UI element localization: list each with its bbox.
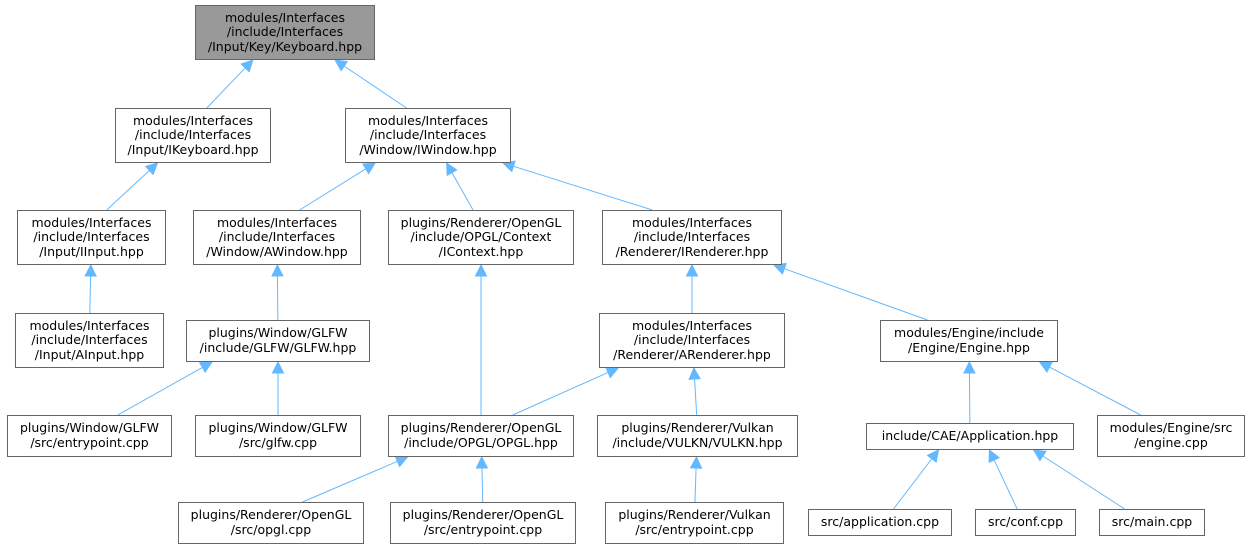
node-conf-cpp[interactable]: src/conf.cpp (975, 509, 1076, 536)
edge-ikeyboard-to-keyboard (206, 67, 246, 109)
edge-arrowhead (362, 162, 377, 175)
edge-arrowhead (446, 162, 458, 177)
edge-vulkan_entry-to-vulkn_hpp (694, 467, 697, 503)
node-label: modules/Interfaces /include/Interfaces /… (31, 214, 152, 259)
node-label: modules/Interfaces /include/Interfaces /… (29, 317, 150, 362)
edge-iwindow-to-keyboard (343, 65, 407, 109)
edge-main_cpp-to-application_hpp (1042, 455, 1125, 510)
edge-arrowhead (963, 360, 976, 374)
node-label: plugins/Renderer/OpenGL /include/OPGL/Co… (400, 214, 562, 259)
edge-irenderer-to-iwindow (513, 165, 653, 211)
edge-arrowhead (988, 448, 1001, 464)
node-label: plugins/Renderer/OpenGL /src/entrypoint.… (402, 507, 564, 537)
node-glfw-cpp[interactable]: plugins/Window/GLFW /src/glfw.cpp (195, 415, 361, 457)
node-label: modules/Interfaces /include/Interfaces /… (613, 317, 771, 362)
edge-arrowhead (334, 59, 349, 72)
edge-arrowhead (240, 59, 254, 73)
edge-arrowhead (394, 455, 409, 468)
node-label: include/CAE/Application.hpp (881, 428, 1059, 444)
edge-conf_cpp-to-application_hpp (993, 459, 1018, 510)
edge-arrowhead (144, 162, 159, 176)
node-awindow-hpp[interactable]: modules/Interfaces /include/Interfaces /… (193, 210, 361, 265)
node-opgl-cpp[interactable]: plugins/Renderer/OpenGL /src/opgl.cpp (178, 502, 364, 544)
edge-arrowhead (474, 263, 488, 277)
edge-glfw_entry-to-glfw_hpp (117, 366, 203, 416)
edge-arrowhead (605, 366, 620, 379)
node-engine-hpp[interactable]: modules/Engine/include /Engine/Engine.hp… (880, 320, 1058, 362)
node-vulkan-entrypoint-cpp[interactable]: plugins/Renderer/Vulkan /src/entrypoint.… (605, 502, 784, 544)
node-label: plugins/Renderer/OpenGL /include/OPGL/OP… (400, 420, 562, 450)
edge-arrowhead (772, 262, 787, 275)
node-label: plugins/Renderer/OpenGL /src/opgl.cpp (190, 507, 352, 537)
node-label: modules/Interfaces /include/Interfaces /… (127, 112, 259, 157)
node-label: plugins/Renderer/Vulkan /include/VULKN/V… (612, 420, 783, 450)
edge-arrowhead (926, 449, 940, 463)
node-ikeyboard-hpp[interactable]: modules/Interfaces /include/Interfaces /… (115, 108, 271, 163)
node-label: modules/Engine/include /Engine/Engine.hp… (894, 325, 1044, 355)
node-label: modules/Engine/src /engine.cpp (1109, 420, 1233, 450)
edge-arrowhead (685, 263, 699, 277)
edge-ainput-to-iinput (89, 275, 92, 314)
node-arenderer-hpp[interactable]: modules/Interfaces /include/Interfaces /… (599, 313, 785, 368)
edge-engine_cpp-to-engine_hpp (1049, 366, 1141, 416)
node-main-cpp[interactable]: src/main.cpp (1099, 509, 1205, 536)
node-icontext-hpp[interactable]: plugins/Renderer/OpenGL /include/OPGL/Co… (388, 210, 574, 265)
node-label: modules/Interfaces /include/Interfaces /… (615, 214, 769, 259)
node-label: plugins/Window/GLFW /src/entrypoint.cpp (19, 420, 160, 450)
edge-awindow-to-iwindow (299, 168, 367, 211)
node-label: src/main.cpp (1111, 514, 1193, 530)
node-application-cpp[interactable]: src/application.cpp (808, 509, 952, 536)
edge-arrowhead (688, 366, 701, 380)
node-label: src/conf.cpp (987, 514, 1064, 530)
node-label: plugins/Window/GLFW /src/glfw.cpp (208, 420, 348, 450)
node-label: src/application.cpp (820, 514, 940, 530)
node-glfw-hpp[interactable]: plugins/Window/GLFW /include/GLFW/GLFW.h… (186, 320, 370, 362)
edge-arrowhead (689, 455, 703, 469)
node-opgl-hpp[interactable]: plugins/Renderer/OpenGL /include/OPGL/OP… (388, 415, 574, 457)
node-label: plugins/Renderer/Vulkan /src/entrypoint.… (618, 507, 771, 537)
node-iinput-hpp[interactable]: modules/Interfaces /include/Interfaces /… (17, 210, 166, 265)
edge-opgl_cpp-to-opgl_hpp (302, 460, 398, 503)
edge-arrowhead (1032, 449, 1047, 462)
node-keyboard-hpp[interactable]: modules/Interfaces /include/Interfaces /… (195, 5, 375, 60)
node-ainput-hpp[interactable]: modules/Interfaces /include/Interfaces /… (15, 313, 164, 368)
node-application-hpp[interactable]: include/CAE/Application.hpp (866, 423, 1074, 450)
node-engine-cpp[interactable]: modules/Engine/src /engine.cpp (1097, 415, 1245, 457)
edge-iinput-to-ikeyboard (106, 170, 150, 211)
node-irenderer-hpp[interactable]: modules/Interfaces /include/Interfaces /… (602, 210, 782, 265)
edge-opengl_entry-to-opgl_hpp (481, 467, 484, 503)
edge-arrowhead (84, 263, 97, 277)
node-iwindow-hpp[interactable]: modules/Interfaces /include/Interfaces /… (345, 108, 511, 163)
node-label: plugins/Window/GLFW /include/GLFW/GLFW.h… (199, 325, 357, 355)
edge-arrowhead (198, 361, 213, 374)
node-opengl-entrypoint-cpp[interactable]: plugins/Renderer/OpenGL /src/entrypoint.… (390, 502, 576, 544)
edge-vulkn_hpp-to-arenderer (694, 378, 698, 416)
edge-opgl_hpp-to-arenderer (512, 372, 609, 416)
node-label: modules/Interfaces /include/Interfaces /… (359, 112, 497, 157)
edge-arrowhead (1038, 361, 1053, 373)
edge-arrowhead (271, 263, 284, 277)
edge-engine_hpp-to-irenderer (784, 268, 928, 321)
edge-application_cpp-to-application_hpp (893, 458, 933, 510)
node-label: modules/Interfaces /include/Interfaces /… (206, 214, 348, 259)
edge-arrowhead (475, 455, 489, 469)
node-label: modules/Interfaces /include/Interfaces /… (207, 9, 363, 54)
node-vulkn-hpp[interactable]: plugins/Renderer/Vulkan /include/VULKN/V… (597, 415, 798, 457)
edge-arrowhead (271, 360, 285, 374)
node-glfw-entrypoint-cpp[interactable]: plugins/Window/GLFW /src/entrypoint.cpp (7, 415, 172, 457)
edge-icontext-to-iwindow (451, 172, 474, 211)
